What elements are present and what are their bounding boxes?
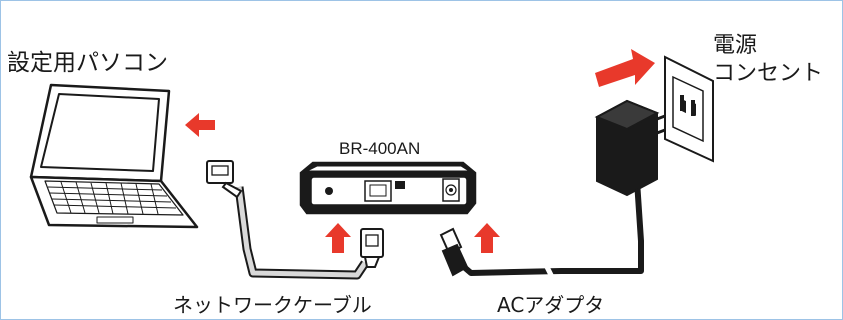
power-outlet-label-line2: コンセント: [713, 61, 824, 86]
ac-adapter-label: ACアダプタ: [497, 293, 605, 317]
lan-plug-icon: [360, 228, 384, 268]
ac-adapter-icon: [594, 99, 674, 197]
pc-label: 設定用パソコン: [7, 50, 168, 76]
dc-plug-icon: [439, 227, 469, 277]
router-device-icon: [299, 161, 477, 215]
network-cable-label: ネットワークケーブル: [173, 293, 372, 317]
lan-cable: [234, 186, 369, 280]
red-arrow-icon: [325, 223, 351, 253]
laptop-icon: [29, 83, 199, 229]
power-outlet-label-line1: 電源: [713, 33, 758, 58]
device-model-label: BR-400AN: [339, 139, 421, 158]
lan-plug-icon: [206, 160, 243, 199]
red-arrow-icon: [595, 49, 655, 87]
wall-outlet-icon: [664, 55, 714, 163]
red-arrow-icon: [474, 223, 500, 253]
cable-break-marker: [542, 261, 556, 281]
red-arrow-icon: [185, 113, 215, 137]
ac-cable: [455, 180, 644, 276]
